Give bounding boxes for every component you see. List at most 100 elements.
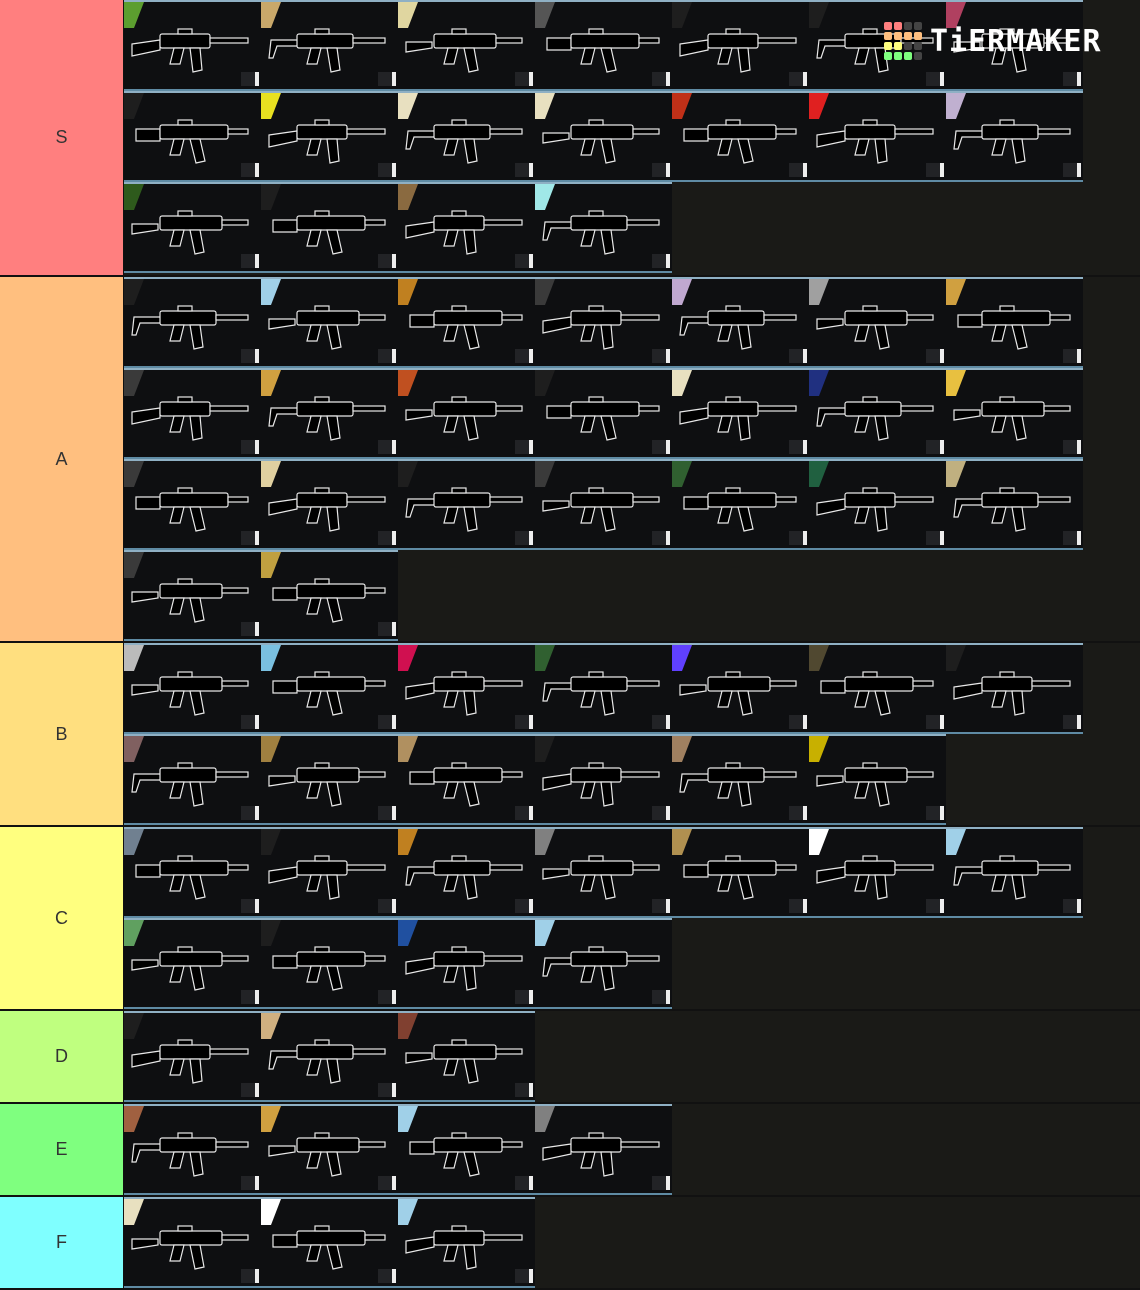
tier-item-hk416-rifle[interactable]	[124, 277, 261, 368]
tier-item-p90-pdw[interactable]	[535, 459, 672, 550]
tier-item-bullpup-rifle[interactable]	[124, 182, 261, 273]
tier-label-b[interactable]: B	[0, 643, 124, 825]
weapon-type-badge-icon	[378, 531, 396, 545]
tier-item-mac10-smg[interactable]	[809, 91, 946, 182]
tier-item-tactical-shotgun[interactable]	[946, 0, 1083, 91]
tier-item-l85-rifle[interactable]	[946, 827, 1083, 918]
tier-item-pump-shotgun[interactable]	[809, 0, 946, 91]
tier-item-pump-shotgun-2[interactable]	[809, 277, 946, 368]
tier-label-f[interactable]: F	[0, 1197, 124, 1288]
tier-label-a[interactable]: A	[0, 277, 124, 641]
tier-item-machine-pistol[interactable]	[672, 277, 809, 368]
tier-item-ak-bullpup[interactable]	[398, 827, 535, 918]
tier-item-ar-pdw[interactable]	[124, 918, 261, 1009]
weapon-type-badge-icon	[1063, 440, 1081, 454]
tier-item-auto-shotgun[interactable]	[535, 368, 672, 459]
tier-item-f2000-bullpup[interactable]	[398, 918, 535, 1009]
tier-item-famas-lmg[interactable]	[124, 1104, 261, 1195]
tier-item-mp5k-smg[interactable]	[124, 459, 261, 550]
tier-item-m4-carbine[interactable]	[672, 368, 809, 459]
weapon-type-badge-icon	[926, 531, 944, 545]
tier-item-lmg-rifle[interactable]	[535, 643, 672, 734]
tier-item-carbine-rifle[interactable]	[398, 0, 535, 91]
tier-item-tavor-rifle[interactable]	[672, 827, 809, 918]
tier-item-semi-shotgun[interactable]	[261, 182, 398, 273]
tier-item-aug-rifle[interactable]	[124, 1197, 261, 1288]
tiermaker-logo[interactable]: TiERMAKER	[884, 22, 1102, 60]
tier-item-scar-rifle[interactable]	[946, 368, 1083, 459]
tier-item-ak-railed[interactable]	[261, 1197, 398, 1288]
tier-item-vector-drum[interactable]	[809, 734, 946, 825]
weapon-type-badge-icon	[378, 163, 396, 177]
tier-item-rail-rifle[interactable]	[261, 827, 398, 918]
tier-item-mp5-smg[interactable]	[124, 91, 261, 182]
operator-accent-icon	[124, 920, 144, 946]
tier-item-ump-smg-2[interactable]	[535, 918, 672, 1009]
tier-item-aug-carbine[interactable]	[124, 550, 261, 641]
weapon-type-badge-icon	[378, 899, 396, 913]
tier-label-d[interactable]: D	[0, 1011, 124, 1102]
tier-item-drum-lmg[interactable]	[535, 91, 672, 182]
tier-item-g3-rifle[interactable]	[124, 1011, 261, 1102]
weapon-type-badge-icon	[652, 715, 670, 729]
tier-item-uzi-smg[interactable]	[946, 91, 1083, 182]
tier-item-arx-rifle[interactable]	[535, 277, 672, 368]
tier-item-ar-carbine[interactable]	[398, 91, 535, 182]
tier-item-ak12-rifle[interactable]	[809, 368, 946, 459]
tier-item-mp7-smg[interactable]	[261, 91, 398, 182]
tier-label-s[interactable]: S	[0, 0, 124, 275]
tier-item-tar-rifle[interactable]	[398, 643, 535, 734]
tier-item-m110-rifle[interactable]	[535, 1104, 672, 1195]
tier-item-sig-smg[interactable]	[398, 368, 535, 459]
tier-item-smg-carbine[interactable]	[809, 827, 946, 918]
tier-item-m14-rifle[interactable]	[124, 734, 261, 825]
tier-item-commando-smg[interactable]	[672, 459, 809, 550]
operator-accent-icon	[261, 829, 281, 855]
tier-item-vector-smg-2[interactable]	[261, 550, 398, 641]
tier-item-ak74-rifle[interactable]	[398, 277, 535, 368]
tier-item-scorpion-evo[interactable]	[398, 1011, 535, 1102]
tier-item-m4-carbine-2[interactable]	[535, 827, 672, 918]
tier-item-g36-shotgun[interactable]	[946, 643, 1083, 734]
tier-label-c[interactable]: C	[0, 827, 124, 1009]
tier-item-bullpup-lmg[interactable]	[124, 827, 261, 918]
tier-item-ak-style-rifle[interactable]	[124, 0, 261, 91]
tier-item-short-ar[interactable]	[535, 182, 672, 273]
tier-item-m4-rifle[interactable]	[672, 734, 809, 825]
tier-item-m249-lmg[interactable]	[261, 918, 398, 1009]
tier-item-tmp-smg[interactable]	[261, 1011, 398, 1102]
weapon-type-badge-icon	[926, 899, 944, 913]
tier-item-bullpup-smg-2[interactable]	[261, 1104, 398, 1195]
weapon-silhouette-icon	[267, 566, 392, 626]
tier-item-ar-rifle[interactable]	[261, 0, 398, 91]
tier-item-bullpup-smg[interactable]	[535, 0, 672, 91]
weapon-type-badge-icon	[1063, 72, 1081, 86]
tier-item-vector-smg[interactable]	[398, 182, 535, 273]
tier-item-f2000-rifle[interactable]	[672, 643, 809, 734]
tier-item-scorpion-smg[interactable]	[398, 459, 535, 550]
tier-item-pdw-smg[interactable]	[261, 277, 398, 368]
tier-item-sig-rifle[interactable]	[261, 643, 398, 734]
weapon-type-badge-icon	[789, 72, 807, 86]
tier-item-hk-carbine[interactable]	[124, 643, 261, 734]
tier-item-p90-style[interactable]	[261, 368, 398, 459]
tier-item-mpx-smg[interactable]	[809, 459, 946, 550]
logo-grid-cell	[884, 52, 892, 60]
tier-item-compact-rifle[interactable]	[672, 0, 809, 91]
weapon-silhouette-icon	[130, 384, 255, 444]
tier-label-e[interactable]: E	[0, 1104, 124, 1195]
tier-item-m16-rifle[interactable]	[124, 368, 261, 459]
operator-accent-icon	[124, 736, 144, 762]
tier-item-compact-smg[interactable]	[946, 459, 1083, 550]
tier-item-drum-lmg-2[interactable]	[672, 91, 809, 182]
weapon-type-badge-icon	[1063, 531, 1081, 545]
tier-item-long-shotgun[interactable]	[398, 1197, 535, 1288]
tier-item-bolt-smg[interactable]	[398, 734, 535, 825]
weapon-silhouette-icon	[404, 198, 529, 258]
tier-item-g36-rifle[interactable]	[809, 643, 946, 734]
tier-item-auto-pistol[interactable]	[946, 277, 1083, 368]
tier-item-mp5-smg-2[interactable]	[261, 734, 398, 825]
tier-item-ump-smg[interactable]	[261, 459, 398, 550]
tier-item-pump-shotgun-3[interactable]	[535, 734, 672, 825]
tier-item-spas-shotgun[interactable]	[398, 1104, 535, 1195]
